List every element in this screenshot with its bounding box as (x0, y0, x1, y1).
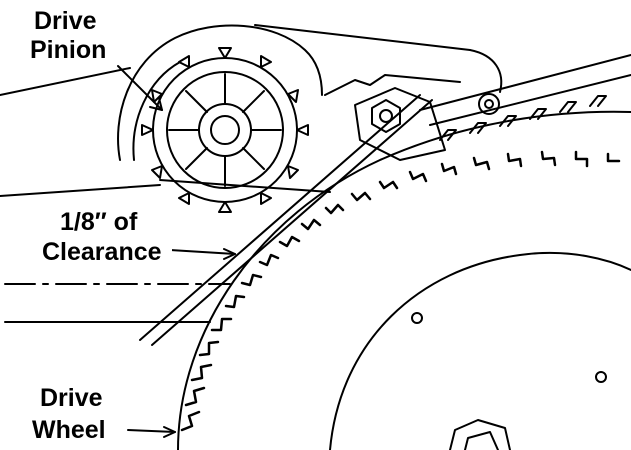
wheel-hole-2 (595, 371, 607, 383)
drive-pinion-label-line1: Drive (34, 7, 97, 35)
belt-line-2 (151, 99, 433, 346)
housing-right-curve (469, 49, 503, 93)
belt-line-1 (139, 94, 421, 341)
frame-line-top (0, 67, 131, 96)
drive-belt-upper (419, 54, 631, 111)
clearance-leader-arrow (223, 248, 236, 260)
mounting-bracket (354, 87, 446, 161)
drive-wheel-face (329, 251, 631, 450)
housing-lip (159, 179, 331, 193)
clearance-label-line2: Clearance (42, 238, 162, 266)
drive-pinion-label-line2: Pinion (30, 36, 106, 64)
wheel-leader (127, 429, 176, 433)
pinion-housing (117, 24, 323, 161)
nut-icon (371, 99, 401, 133)
hex-nut-icon (449, 419, 511, 450)
frame-line-mid (0, 184, 161, 197)
wheel-leader-arrow (163, 426, 176, 438)
small-nut-icon (478, 93, 500, 115)
drive-pinion-gear (141, 47, 309, 213)
housing-top-edge (254, 24, 471, 51)
clearance-label-line1: 1/8″ of (60, 208, 138, 236)
housing-bottom-edge (324, 74, 461, 96)
drive-wheel-label-line2: Wheel (32, 416, 106, 444)
clearance-leader (169, 249, 236, 255)
pinion-teeth (141, 47, 309, 213)
drive-belt-lower (429, 74, 631, 126)
wheel-hole-1 (411, 312, 423, 324)
pinion-leader-arrow (149, 97, 163, 111)
drive-wheel-teeth (180, 150, 621, 432)
pinion-housing-inner (132, 61, 181, 161)
drive-wheel-label-line1: Drive (40, 384, 103, 412)
belt-teeth (439, 95, 607, 141)
drive-wheel-rim (177, 110, 631, 450)
pinion-leader (117, 65, 163, 111)
